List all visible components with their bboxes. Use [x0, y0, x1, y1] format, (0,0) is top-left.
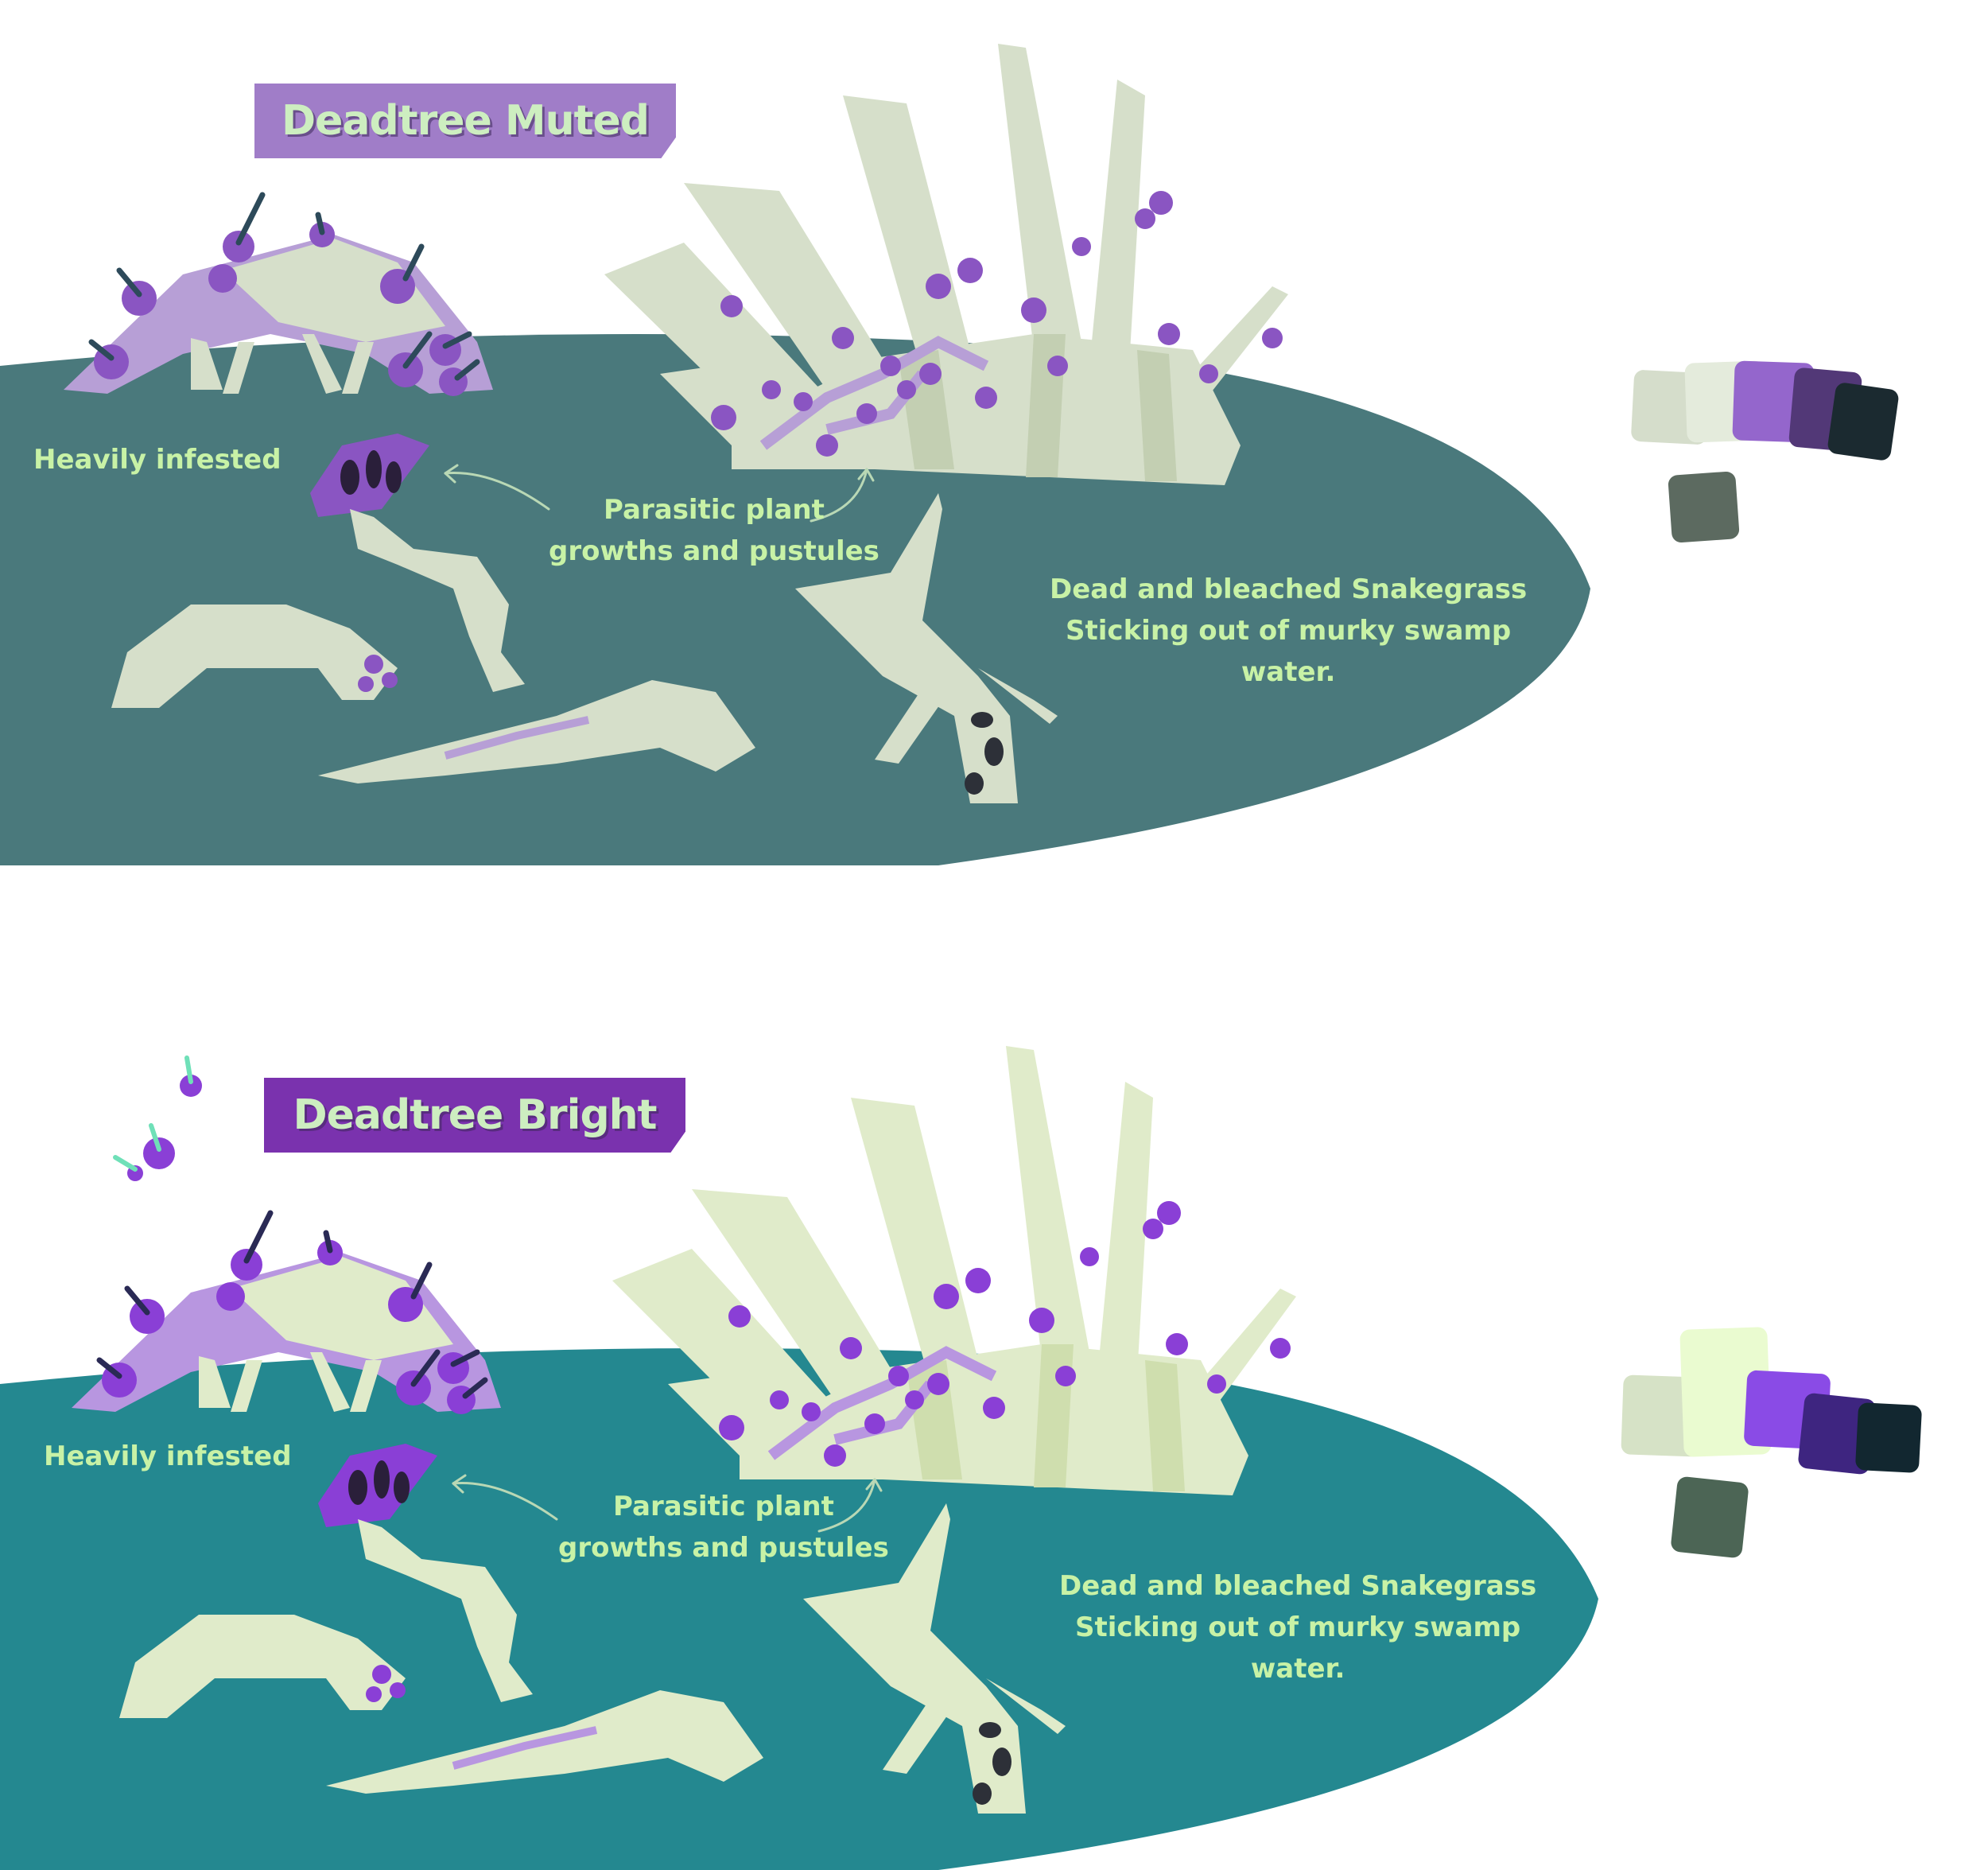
label-snakegrass-line3: water. — [1250, 1653, 1345, 1685]
snakegrass-root — [803, 1503, 1066, 1814]
panel-title: Deadtree Muted — [282, 97, 650, 145]
infested-creature — [72, 1056, 501, 1414]
pustules — [719, 1201, 1291, 1467]
label-parasitic-line1: Parasitic plant — [613, 1491, 834, 1522]
label-parasitic-line2: growths and pustules — [558, 1532, 889, 1564]
label-snakegrass-line1: Dead and bleached Snakegrass — [1059, 1570, 1537, 1602]
infested-creature — [64, 192, 493, 396]
small-creature-left — [111, 605, 398, 708]
label-heavily-infested: Heavily infested — [44, 1440, 292, 1472]
palette-swatch — [1670, 1475, 1749, 1559]
label-snakegrass-line2: Sticking out of murky swamp — [1066, 615, 1512, 647]
scene-illustration-bright — [0, 1046, 1598, 1870]
snakegrass-bush — [604, 44, 1288, 485]
annotation-arrows — [452, 1474, 883, 1533]
label-parasitic-growths: Parasitic plant growths and pustules — [558, 1486, 889, 1569]
label-parasitic-growths: Parasitic plant growths and pustules — [549, 489, 879, 572]
pustules — [711, 191, 1283, 457]
panel-title-banner: Deadtree Muted — [254, 84, 676, 158]
snakegrass-root — [795, 493, 1058, 803]
label-dead-snakegrass: Dead and bleached Snakegrass Sticking ou… — [1059, 1565, 1536, 1689]
label-snakegrass-line2: Sticking out of murky swamp — [1075, 1611, 1521, 1643]
small-creature-bottom — [326, 1690, 763, 1794]
label-parasitic-line2: growths and pustules — [549, 535, 879, 567]
label-snakegrass-line1: Dead and bleached Snakegrass — [1050, 573, 1528, 605]
parasite-mushroom — [310, 433, 525, 692]
panel-title: Deadtree Bright — [293, 1091, 657, 1139]
label-parasitic-line1: Parasitic plant — [604, 494, 825, 526]
panel-bright: Deadtree Bright Heavily infested Parasit… — [0, 994, 1988, 1870]
panel-muted: Deadtree Muted Heavily infested Parasiti… — [0, 0, 1988, 875]
panel-title-banner: Deadtree Bright — [264, 1078, 685, 1153]
parasite-mushroom — [318, 1444, 533, 1702]
snakegrass-bush — [612, 1046, 1296, 1495]
label-heavily-infested: Heavily infested — [33, 444, 282, 476]
palette-swatch — [1854, 1402, 1923, 1474]
annotation-arrows — [444, 464, 875, 523]
label-dead-snakegrass: Dead and bleached Snakegrass Sticking ou… — [1050, 569, 1527, 693]
palette-swatch — [1827, 381, 1900, 462]
small-creature-bottom — [318, 680, 755, 783]
label-snakegrass-line3: water. — [1241, 656, 1336, 688]
palette-swatch — [1668, 471, 1740, 543]
scene-illustration-muted — [0, 44, 1590, 865]
small-creature-left — [119, 1615, 406, 1718]
